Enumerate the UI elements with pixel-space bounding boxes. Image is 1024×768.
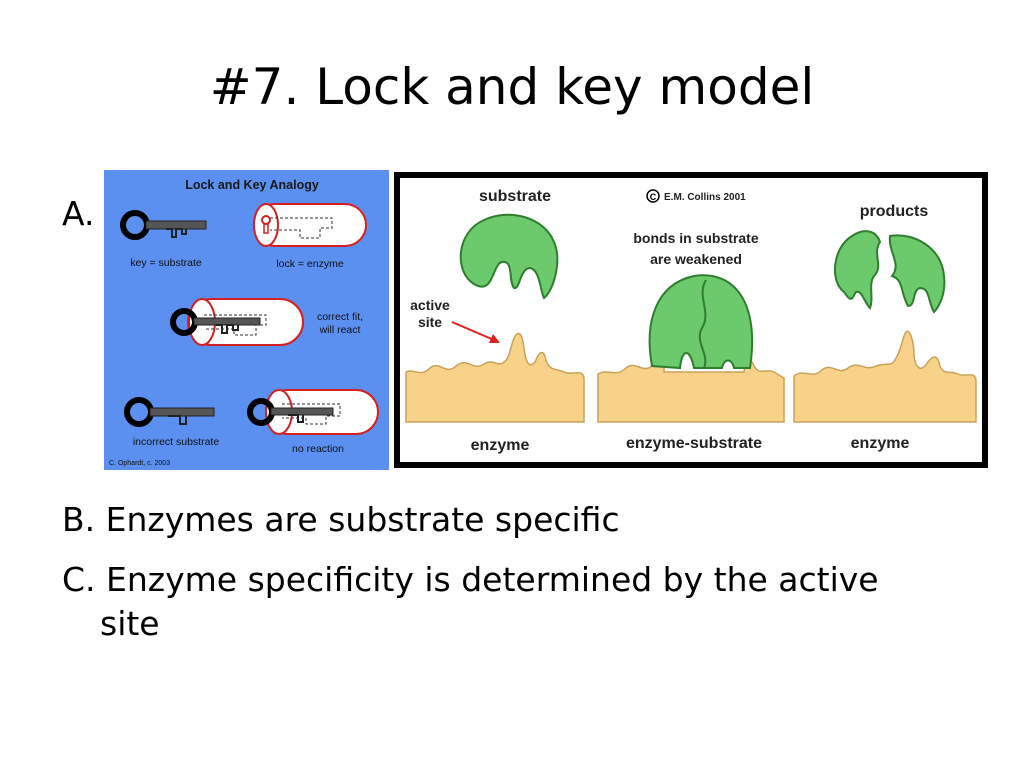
correct-fit-icon [170, 298, 304, 346]
bond-crack [698, 279, 707, 369]
no-reaction-label: no reaction [292, 443, 344, 455]
active-site-label-1: active [410, 297, 450, 313]
analogy-title: Lock and Key Analogy [185, 178, 319, 192]
incorrect-substrate-label: incorrect substrate [133, 436, 220, 448]
bound-substrate-shape [648, 274, 754, 370]
copyright-text: E.M. Collins 2001 [664, 192, 746, 203]
incorrect-key-icon [124, 397, 215, 427]
bonds-label-1: bonds in substrate [633, 230, 758, 246]
bullet-c-line-2: site [100, 604, 160, 643]
lock-label: lock = enzyme [276, 258, 344, 270]
bonds-label-2: are weakened [650, 251, 742, 267]
lock-icon [253, 203, 367, 247]
enzyme-substrate-label: enzyme-substrate [626, 435, 762, 452]
svg-text:C: C [650, 192, 657, 202]
analogy-credit: C. Ophardt, c. 2003 [109, 460, 170, 467]
substrate-label: substrate [479, 188, 551, 205]
bullet-a: A. [62, 194, 95, 233]
correct-fit-label-2: will react [319, 324, 361, 336]
slide-title: #7. Lock and key model [209, 58, 815, 116]
substrate-shape [459, 213, 559, 300]
enzyme-shape-1 [405, 332, 585, 423]
active-site-arrow-icon [451, 321, 500, 343]
key-icon [120, 210, 207, 240]
bullet-b: B. Enzymes are substrate specific [62, 500, 620, 539]
product-shape-1 [833, 230, 882, 310]
bullet-c: C. Enzyme specificity is determined by t… [62, 558, 962, 646]
correct-fit-label-1: correct fit, [317, 311, 363, 323]
enzyme-label-1: enzyme [471, 437, 530, 454]
key-label: key = substrate [130, 257, 202, 269]
enzyme-shape-2 [793, 330, 977, 423]
product-shape-2 [888, 234, 946, 314]
enzyme-label-2: enzyme [851, 435, 910, 452]
products-label: products [860, 203, 929, 220]
bullet-c-line-1: C. Enzyme specificity is determined by t… [62, 560, 879, 599]
enzyme-substrate-figure: substrate C E.M. Collins 2001 products b… [394, 172, 988, 468]
copyright-icon: C [646, 189, 660, 203]
active-site-label-2: site [418, 314, 442, 330]
lock-key-analogy-figure: Lock and Key Analogy key = substrate loc… [104, 170, 389, 470]
no-reaction-icon [247, 389, 379, 435]
